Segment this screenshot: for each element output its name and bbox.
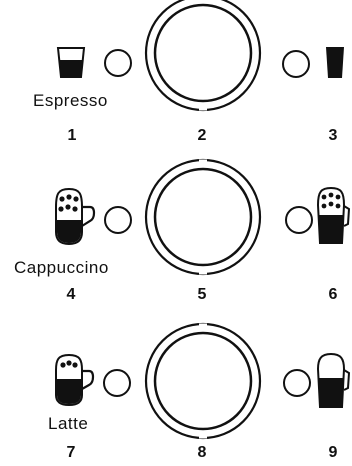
row-cappuccino xyxy=(55,158,351,276)
number-5: 5 xyxy=(197,286,207,303)
left-button-1[interactable] xyxy=(104,49,132,77)
label-espresso: Espresso xyxy=(33,91,108,110)
label-cappuccino: Cappuccino xyxy=(14,258,109,277)
number-7: 7 xyxy=(66,444,76,461)
right-button-9[interactable] xyxy=(283,369,311,397)
number-2: 2 xyxy=(197,127,207,144)
main-dial-5[interactable] xyxy=(144,158,262,276)
label-latte: Latte xyxy=(48,414,89,433)
left-button-4[interactable] xyxy=(104,206,132,234)
row-espresso xyxy=(56,0,344,112)
number-1: 1 xyxy=(67,127,77,144)
latte-mug-icon xyxy=(55,353,95,407)
right-button-6[interactable] xyxy=(285,206,313,234)
left-button-7[interactable] xyxy=(103,369,131,397)
number-3: 3 xyxy=(328,127,338,144)
right-button-3[interactable] xyxy=(282,50,310,78)
row-latte xyxy=(55,322,351,440)
main-dial-2[interactable] xyxy=(144,0,262,112)
latte-glass-icon xyxy=(316,352,351,408)
foam-cup-icon xyxy=(316,186,351,244)
number-8: 8 xyxy=(197,444,207,461)
tall-dark-cup-icon xyxy=(326,47,344,78)
cappuccino-mug-icon xyxy=(55,187,96,246)
number-9: 9 xyxy=(328,444,338,461)
espresso-glass-icon xyxy=(56,47,86,78)
number-6: 6 xyxy=(328,286,338,303)
main-dial-8[interactable] xyxy=(144,322,262,440)
number-4: 4 xyxy=(66,286,76,303)
